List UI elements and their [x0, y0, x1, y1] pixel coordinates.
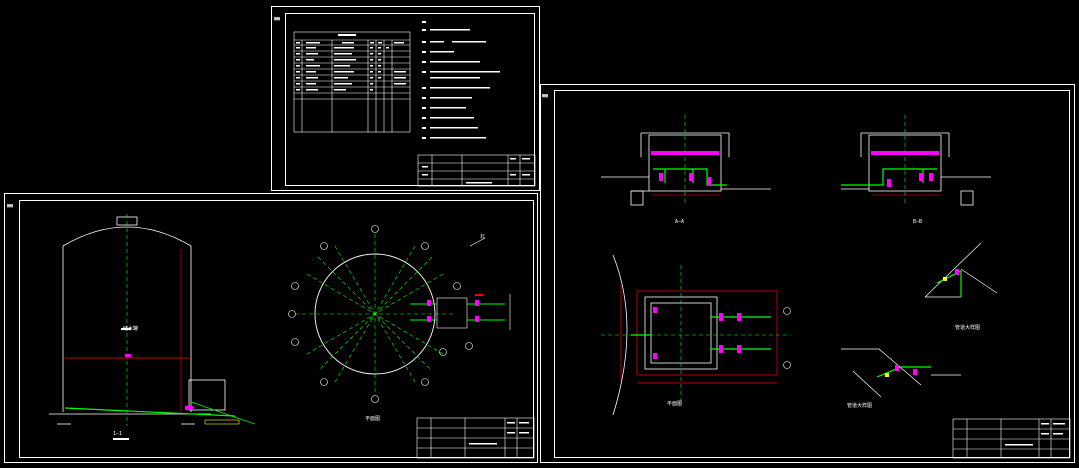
- sheet-pump-room-border: [554, 90, 1070, 458]
- sheet-tank-border: [19, 200, 534, 458]
- north-label: 北: [480, 234, 486, 240]
- pump-plan-label: 平面图: [667, 401, 683, 407]
- notes-drawing: [293, 21, 536, 187]
- sheet-notes[interactable]: ▦▦: [271, 6, 540, 191]
- tank-drawing: [49, 214, 535, 459]
- sheet-notes-stamp: ▦▦: [274, 16, 281, 22]
- sheet-pump-room[interactable]: ▦▦: [540, 84, 1075, 463]
- detail1-label: 管道大样图: [955, 325, 981, 331]
- section-b-label: B—B: [913, 219, 923, 225]
- pump-room-drawing: [601, 115, 1071, 459]
- tank-section-label: 1—1: [113, 431, 123, 437]
- detail2-label: 管道大样图: [847, 403, 873, 409]
- tank-plan-label: 平面图: [365, 416, 381, 422]
- section-a-label: A—A: [675, 219, 685, 225]
- sheet-tank-stamp: ▦▦: [7, 203, 14, 209]
- tank-name-label: 储水罐: [123, 326, 139, 332]
- sheet-tank[interactable]: ▦▦: [4, 193, 538, 463]
- sheet-notes-border: [285, 13, 535, 186]
- sheet-pump-stamp: ▦▦: [542, 93, 549, 99]
